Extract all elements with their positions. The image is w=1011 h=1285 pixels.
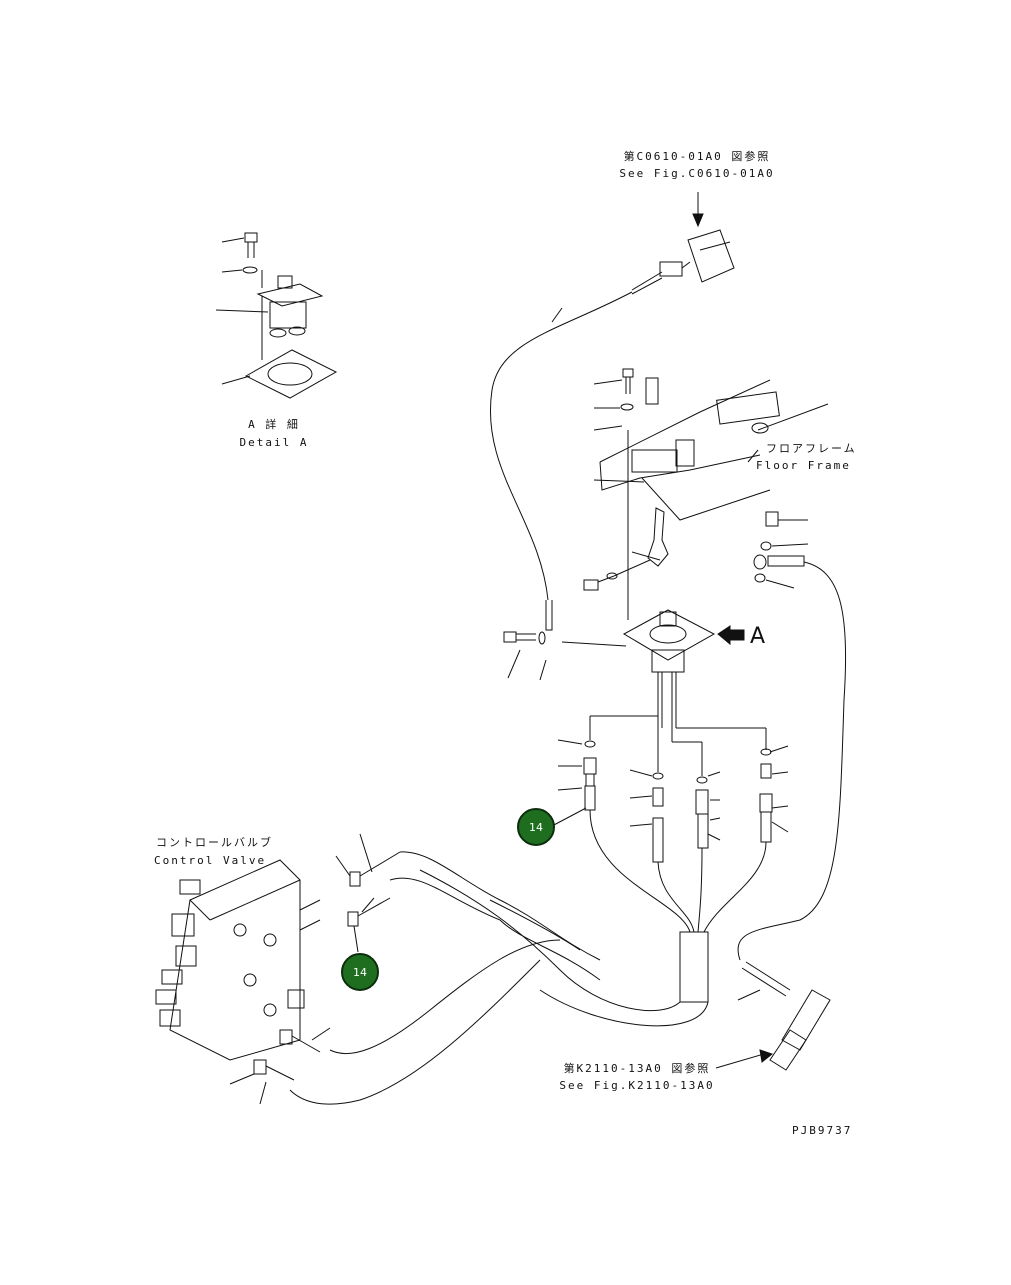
control-valve-label-en: Control Valve [154, 854, 267, 867]
reference-bottom-en: See Fig.K2110-13A0 [559, 1079, 715, 1092]
lever-link [583, 507, 669, 591]
fittings-group [557, 739, 789, 863]
detail-a-assembly [215, 232, 338, 399]
drawing-code: PJB9737 [792, 1124, 853, 1137]
detail-a-label-jp: A 詳 細 [248, 418, 300, 431]
control-valve [155, 833, 401, 1105]
reference-top-jp: 第C0610-01A0 図参照 [623, 150, 771, 163]
floor-frame-label-jp: フロアフレーム [766, 442, 857, 455]
side-bolt [503, 631, 547, 681]
banjo-fitting [737, 511, 847, 961]
callout-leader [551, 807, 587, 827]
hose-bundle [419, 809, 767, 1027]
floor-frame-label-en: Floor Frame [756, 459, 851, 472]
floor-frame [593, 368, 829, 620]
control-valve-label-jp: コントロールバルブ [156, 836, 273, 849]
detail-a-label-en: Detail A [239, 436, 309, 449]
bottom-connector [715, 961, 831, 1071]
reference-bottom-jp: 第K2110-13A0 図参照 [563, 1062, 711, 1075]
top-reference-valve [631, 192, 735, 295]
part-callout-14-lower[interactable]: 14 [341, 953, 379, 991]
detail-a-marker: A [750, 624, 766, 649]
callout-leader [353, 925, 359, 953]
part-callout-14-upper[interactable]: 14 [517, 808, 555, 846]
branch-lines [589, 715, 767, 776]
pilot-valve [561, 609, 745, 742]
reference-top-en: See Fig.C0610-01A0 [619, 167, 775, 180]
